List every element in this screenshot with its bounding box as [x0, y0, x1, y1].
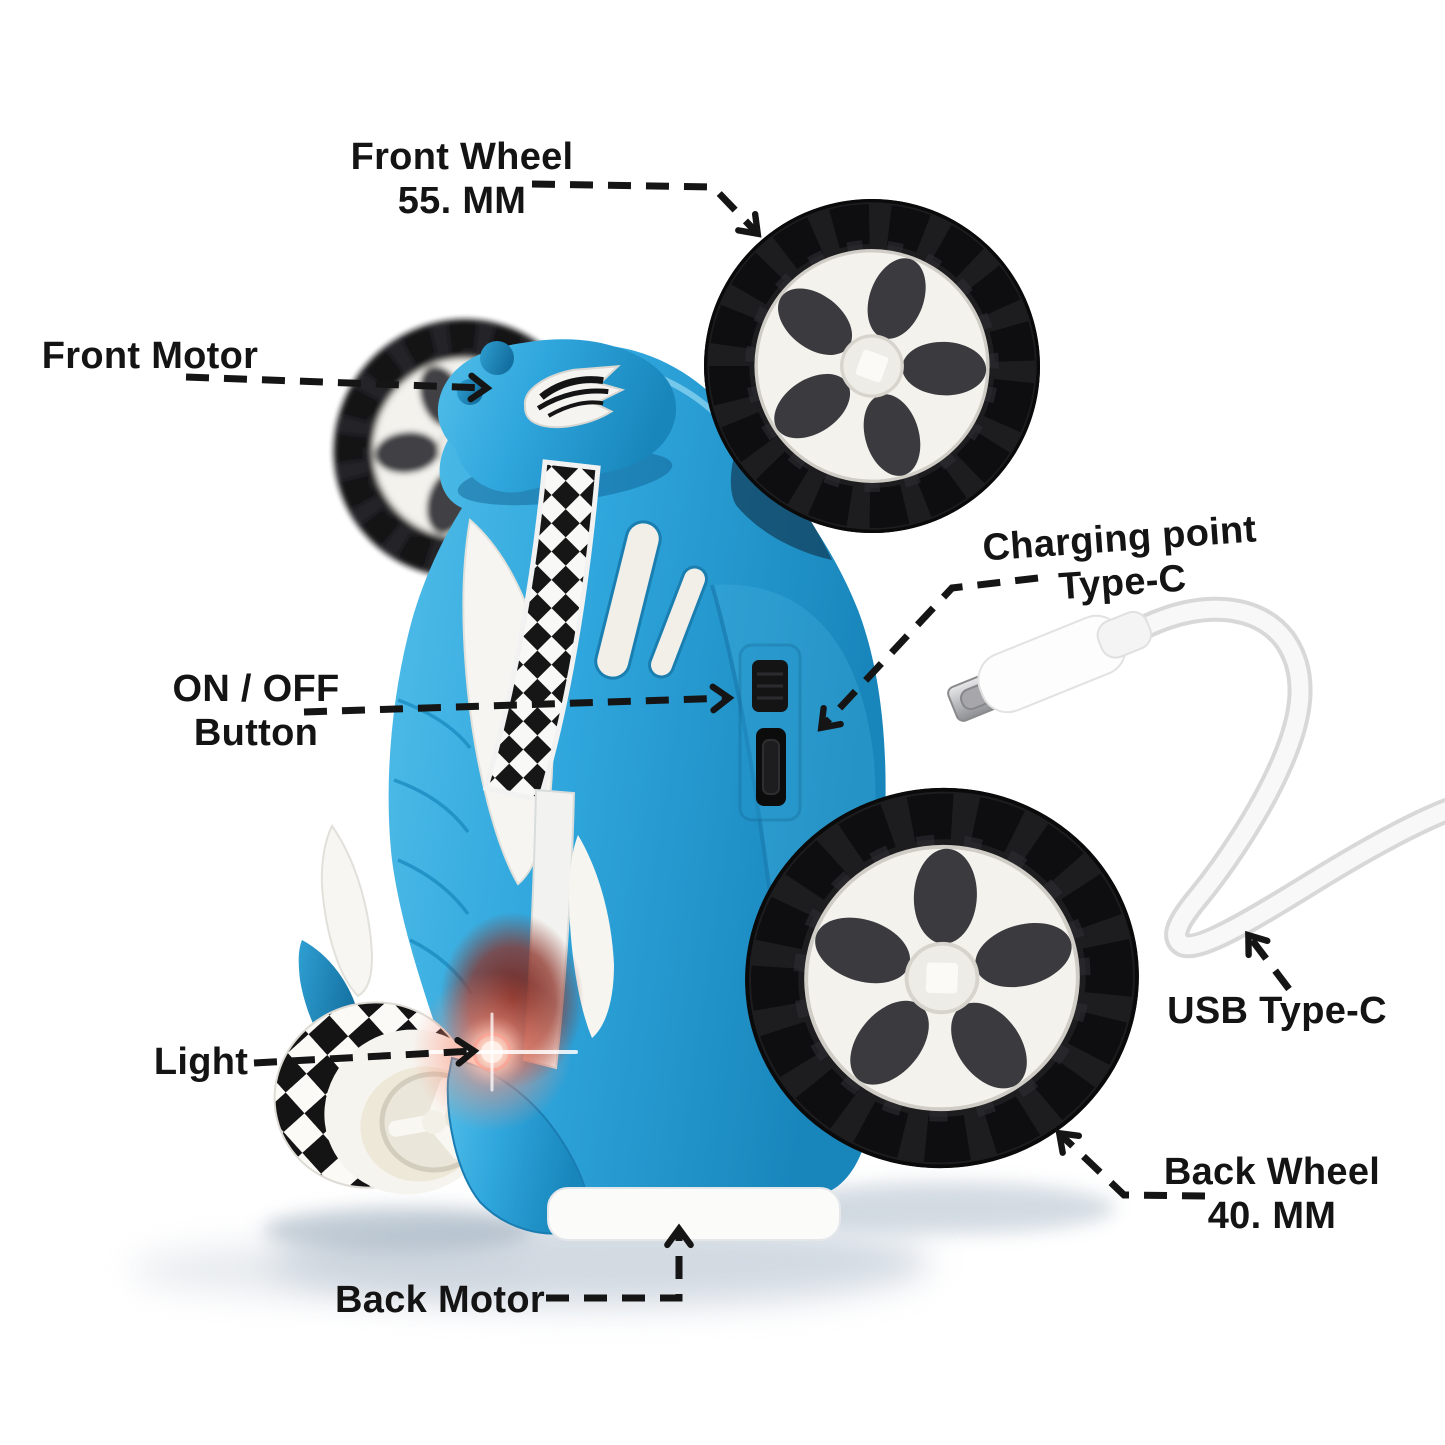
on-off-button-arrow — [303, 683, 735, 716]
usb-type-c-label-line1: USB Type-C — [1167, 989, 1387, 1032]
usb-cable — [947, 596, 1445, 959]
light-label: Light — [154, 1040, 248, 1084]
chassis-bottom — [547, 1187, 841, 1241]
white-fin-left — [320, 824, 374, 998]
front-motor-housing — [439, 339, 677, 506]
charging-port — [756, 728, 786, 806]
back-motor-arrow — [546, 1223, 694, 1302]
front-motor-label-line1: Front Motor — [41, 334, 259, 377]
front-motor-arrow — [185, 372, 493, 403]
on-off-button-label: ON / OFF Button — [172, 667, 339, 755]
light-label-line1: Light — [153, 1040, 249, 1083]
front-wheel-label: Front Wheel 55. MM — [351, 135, 574, 223]
back-wheel-label-line1: Back Wheel — [1163, 1150, 1381, 1193]
on-off-label-line1: ON / OFF — [172, 667, 340, 710]
back-motor-label: Back Motor — [335, 1278, 545, 1322]
brand-sticker — [524, 364, 626, 429]
usb-type-c-label: USB Type-C — [1167, 989, 1387, 1033]
back-wheel-label-line2: 40. MM — [1207, 1195, 1337, 1237]
on-off-label-line2: Button — [193, 712, 319, 754]
led-light — [406, 972, 578, 1132]
usb-connector — [947, 610, 1153, 722]
light-arrow — [253, 1036, 480, 1067]
back-motor-label-line1: Back Motor — [335, 1278, 545, 1321]
vents — [594, 520, 708, 680]
front-wheel-arrow — [531, 180, 762, 238]
charging-point-arrow — [817, 574, 1039, 732]
front-motor-label: Front Motor — [42, 334, 258, 378]
back-wheel-label: Back Wheel 40. MM — [1164, 1150, 1380, 1238]
front-wheel-label-line1: Front Wheel — [350, 135, 574, 178]
front-wheel-label-line2: 55. MM — [397, 180, 527, 222]
on-off-button — [752, 660, 788, 712]
back-wheel-arrow — [1055, 1129, 1206, 1200]
usb-type-c-arrow — [1245, 930, 1292, 992]
